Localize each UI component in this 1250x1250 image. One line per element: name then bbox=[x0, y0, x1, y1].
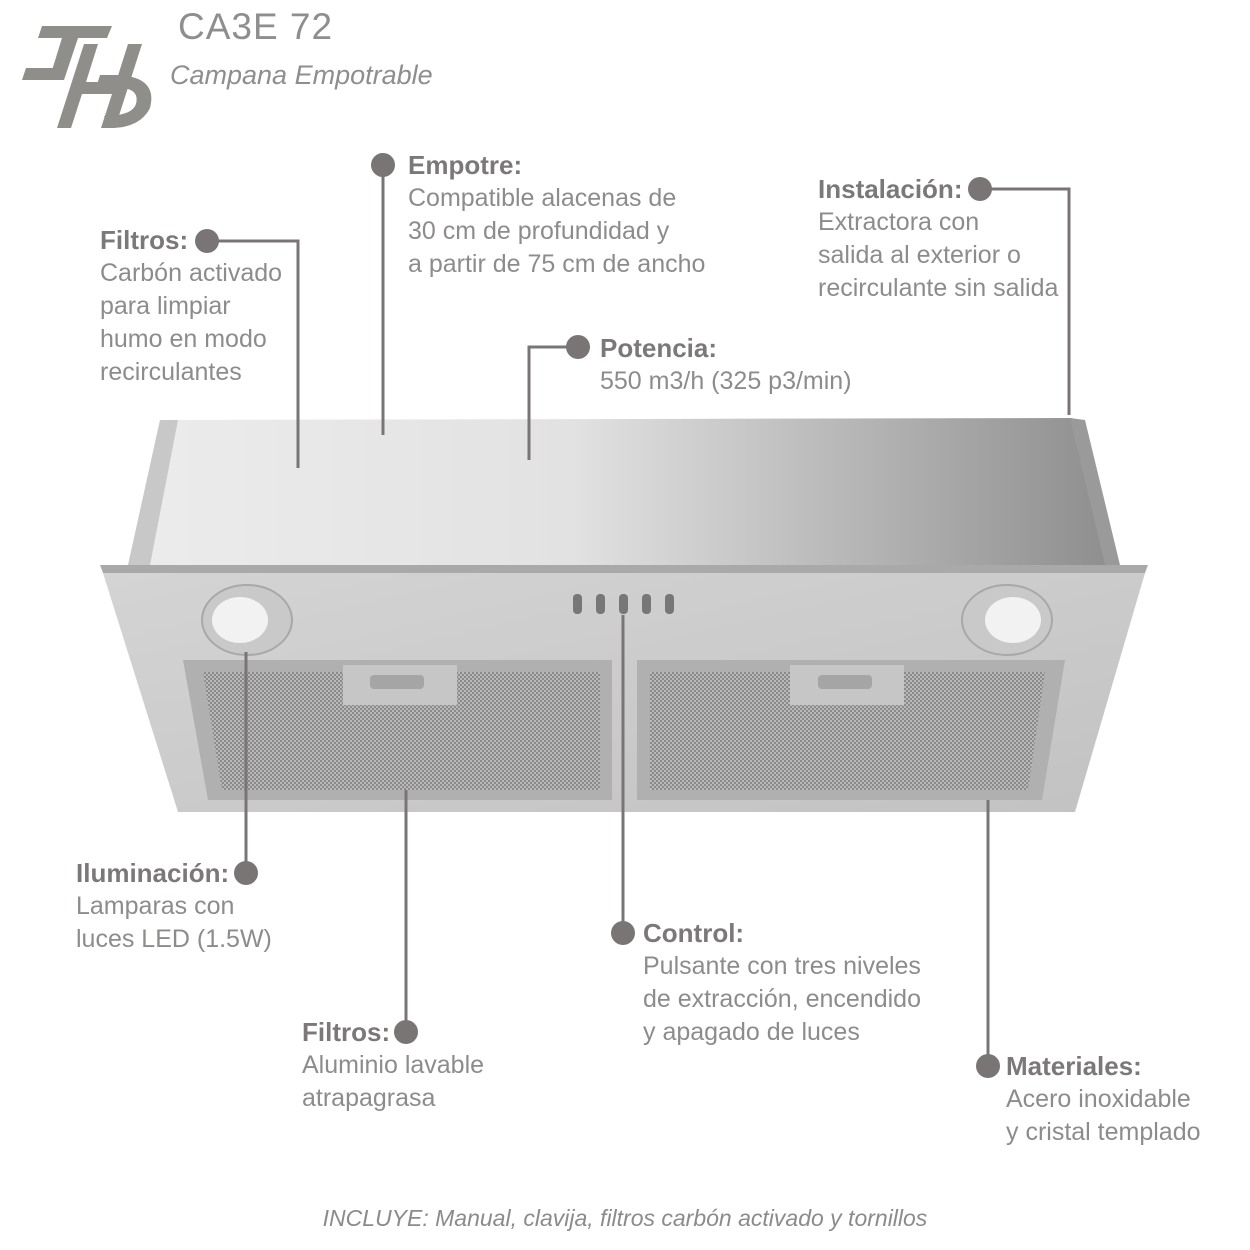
callout-empotre: Empotre: Compatible alacenas de 30 cm de… bbox=[408, 149, 705, 281]
model-title: CA3E 72 bbox=[178, 6, 334, 47]
callout-text: Carbón activado para limpiar humo en mod… bbox=[100, 259, 283, 386]
callout-title: Control: bbox=[643, 918, 745, 948]
callout-potencia: Potencia: 550 m3/h (325 p3/min) bbox=[600, 332, 852, 398]
control-buttons bbox=[573, 594, 674, 614]
callout-title: Materiales: bbox=[1006, 1051, 1142, 1081]
product-subtitle: Campana Empotrable bbox=[170, 60, 433, 90]
range-hood-image bbox=[100, 418, 1148, 812]
callout-text: Pulsante con tres niveles de extracción,… bbox=[643, 952, 921, 1046]
includes-footer: INCLUYE: Manual, clavija, filtros carbón… bbox=[322, 1205, 928, 1231]
callout-title: Filtros: bbox=[302, 1017, 391, 1047]
callout-text: Acero inoxidable y cristal templado bbox=[1006, 1085, 1201, 1146]
callout-title: Potencia: bbox=[600, 333, 718, 363]
callout-title: Instalación: bbox=[818, 174, 963, 204]
callout-title: Iluminación: bbox=[76, 858, 230, 888]
callout-iluminacion: Iluminación: Lamparas con luces LED (1.5… bbox=[76, 857, 272, 956]
callout-filtros-carbon: Filtros: Carbón activado para limpiar hu… bbox=[100, 224, 282, 389]
callout-control: Control: Pulsante con tres niveles de ex… bbox=[643, 917, 921, 1049]
callout-text: Lamparas con luces LED (1.5W) bbox=[76, 892, 272, 953]
callout-instalacion: Instalación: Extractora con salida al ex… bbox=[818, 173, 1058, 305]
callout-text: Aluminio lavable atrapagrasa bbox=[302, 1051, 485, 1112]
callout-text: Extractora con salida al exterior o reci… bbox=[818, 208, 1059, 302]
callout-filtros-aluminio: Filtros: Aluminio lavable atrapagrasa bbox=[302, 1016, 484, 1115]
callout-title: Empotre: bbox=[408, 150, 523, 180]
callout-title: Filtros: bbox=[100, 225, 189, 255]
callout-dots bbox=[195, 153, 1000, 1078]
brand-logo bbox=[22, 26, 152, 128]
callout-text: 550 m3/h (325 p3/min) bbox=[600, 367, 852, 395]
callout-materiales: Materiales: Acero inoxidable y cristal t… bbox=[1006, 1050, 1201, 1149]
callout-text: Compatible alacenas de 30 cm de profundi… bbox=[408, 184, 706, 278]
leader-lines bbox=[207, 165, 1071, 1066]
